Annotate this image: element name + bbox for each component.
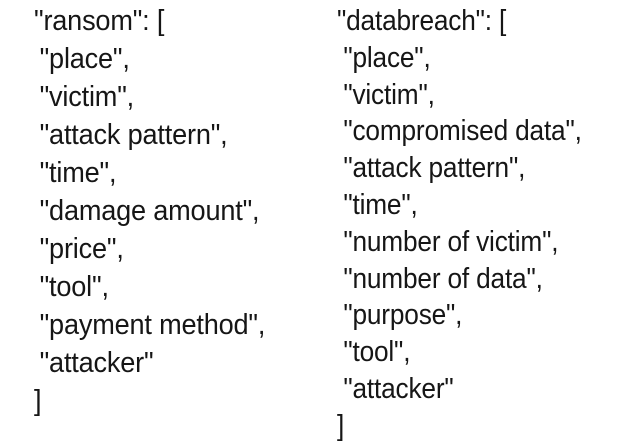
- ransom-item-attacker: "attacker": [39, 347, 154, 379]
- ransom-json-column: "ransom": [ "place", "victim", "attack p…: [34, 2, 281, 420]
- databreach-item-number-of-data: "number of data",: [343, 262, 543, 295]
- databreach-item-attack-pattern: "attack pattern",: [343, 152, 526, 185]
- databreach-item-tool: "tool",: [343, 336, 411, 369]
- ransom-item-time: "time",: [39, 157, 117, 189]
- ransom-key-line: "ransom": [: [34, 5, 165, 37]
- ransom-item-price: "price",: [39, 233, 124, 265]
- databreach-item-compromised-data: "compromised data",: [343, 115, 582, 148]
- ransom-item-attack-pattern: "attack pattern",: [39, 119, 228, 151]
- ransom-item-tool: "tool",: [39, 271, 109, 303]
- databreach-item-attacker: "attacker": [343, 372, 454, 405]
- databreach-json-column: "databreach": [ "place", "victim", "comp…: [337, 3, 607, 445]
- ransom-close-bracket: ]: [34, 385, 42, 417]
- ransom-item-payment-method: "payment method",: [39, 309, 266, 341]
- ransom-item-place: "place",: [39, 43, 130, 75]
- databreach-item-number-of-victim: "number of victim",: [343, 225, 559, 258]
- ransom-item-victim: "victim",: [39, 81, 135, 113]
- databreach-item-time: "time",: [343, 188, 418, 221]
- databreach-item-purpose: "purpose",: [343, 299, 463, 332]
- databreach-key-line: "databreach": [: [337, 5, 507, 37]
- ransom-item-damage-amount: "damage amount",: [39, 195, 260, 227]
- databreach-item-victim: "victim",: [343, 78, 435, 111]
- databreach-close-bracket: ]: [337, 409, 345, 442]
- databreach-item-place: "place",: [343, 41, 431, 74]
